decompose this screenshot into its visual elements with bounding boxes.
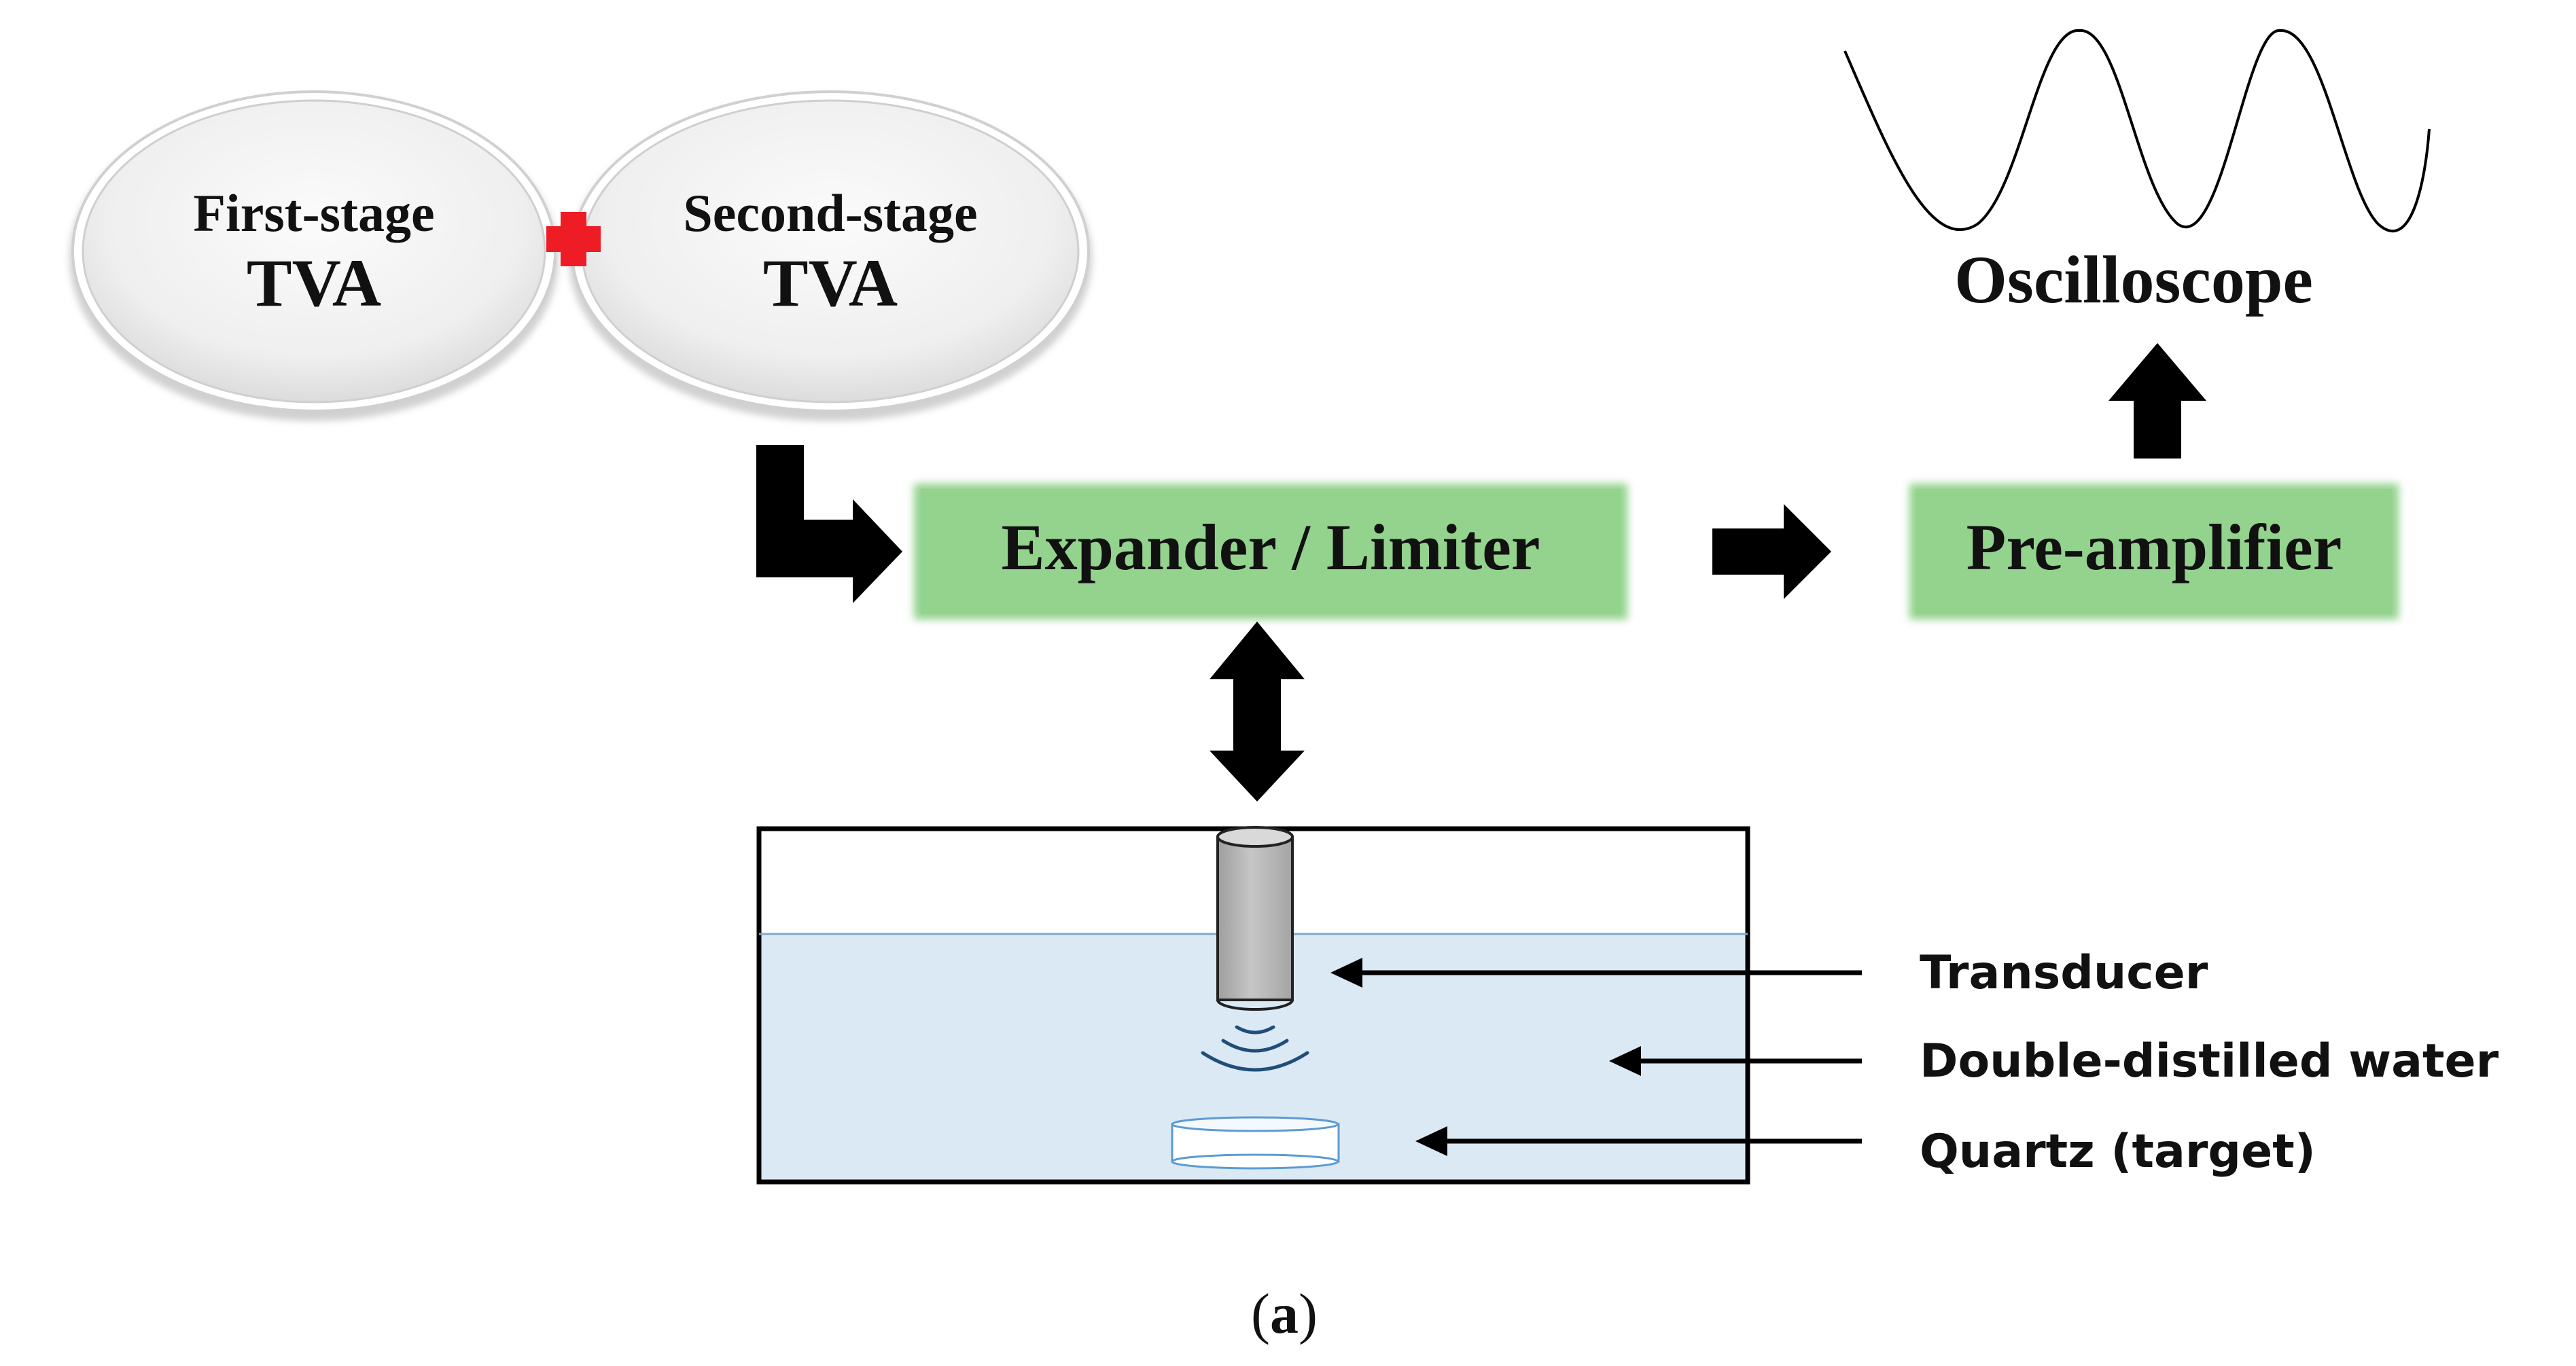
bidirectional-arrow-icon <box>1210 622 1305 802</box>
quartz-target-label: Quartz (target) <box>1920 1125 2316 1179</box>
label-arrows <box>1330 958 1862 1156</box>
quartz-disc-icon <box>1171 1116 1340 1170</box>
l-arrow-icon <box>756 445 902 603</box>
first-stage-label: First-stage <box>193 183 434 242</box>
right-arrow-icon <box>1712 504 1831 599</box>
second-stage-tva-label: TVA <box>763 245 898 321</box>
pre-amplifier-label: Pre-amplifier <box>1966 511 2342 583</box>
first-stage-tva-label: TVA <box>247 245 381 321</box>
pre-amplifier-box: Pre-amplifier <box>1909 484 2399 619</box>
first-stage-tva-node: First-stage TVA <box>69 90 559 421</box>
expander-limiter-label: Expander / Limiter <box>1002 511 1540 583</box>
up-arrow-icon <box>2109 343 2206 459</box>
sound-wave-icon <box>1201 1025 1309 1072</box>
figure-caption: (a) <box>1251 1282 1318 1346</box>
sine-wave-icon <box>1843 29 2431 232</box>
transducer-icon <box>1216 826 1294 1011</box>
second-stage-label: Second-stage <box>683 183 977 242</box>
oscilloscope-label: Oscilloscope <box>1954 242 2313 317</box>
plus-icon <box>546 212 601 266</box>
water-label: Double-distilled water <box>1920 1035 2499 1088</box>
second-stage-tva-node: Second-stage TVA <box>569 90 1092 421</box>
transducer-label: Transducer <box>1920 946 2208 1000</box>
expander-limiter-box: Expander / Limiter <box>914 484 1627 619</box>
